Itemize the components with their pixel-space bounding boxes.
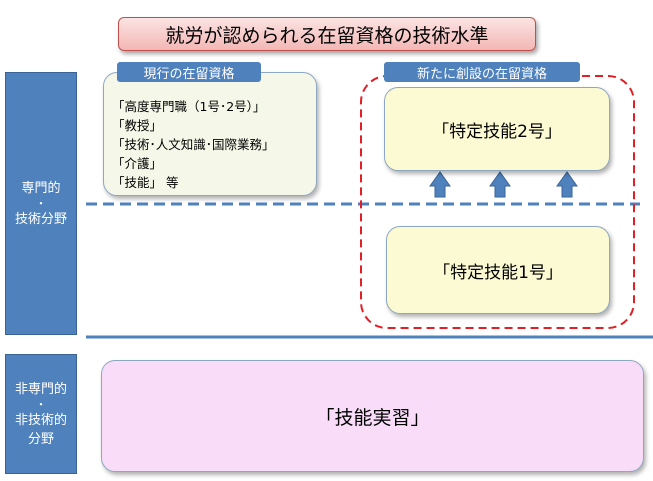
specified-skill-2-box: 「特定技能2号」 [384,87,610,171]
technical-intern-training-box: 「技能実習」 [101,360,644,472]
specialized-line1: 専門的 [21,180,61,196]
up-arrow-icon [429,171,451,198]
non-specialized-dot: ・ [35,397,47,411]
list-item: 「技術･人文知識･国際業務」 [112,137,275,152]
current-status-list: 「高度専門職（1号･2号）」 「教授」 「技術･人文知識･国際業務」 「介護」 … [104,73,316,192]
page-title: 就労が認められる在留資格の技術水準 [118,17,536,51]
list-item: 「介護」 [112,156,163,171]
specialized-field-label: 専門的 ・ 技術分野 [5,72,77,335]
list-item: 「技能」 等 [112,175,179,190]
up-arrow-icon [489,171,511,198]
non-specialized-line2: 非技術的 [14,412,67,428]
up-arrow-icon [556,171,578,198]
new-status-label: 新たに創設の在留資格 [384,62,580,82]
current-status-label: 現行の在留資格 [117,62,261,82]
specified-skill-1-box: 「特定技能1号」 [386,226,610,314]
non-specialized-field-label: 非専門的 ・ 非技術的 分野 [5,354,77,474]
list-item: 「教授」 [112,118,163,133]
list-item: 「高度専門職（1号･2号）」 [112,99,266,114]
specialized-line2: 技術分野 [14,211,67,227]
non-specialized-line3: 分野 [27,431,54,447]
current-status-box: 「高度専門職（1号･2号）」 「教授」 「技術･人文知識･国際業務」 「介護」 … [103,72,317,196]
specialized-dot: ・ [35,196,47,210]
non-specialized-line1: 非専門的 [14,381,67,397]
